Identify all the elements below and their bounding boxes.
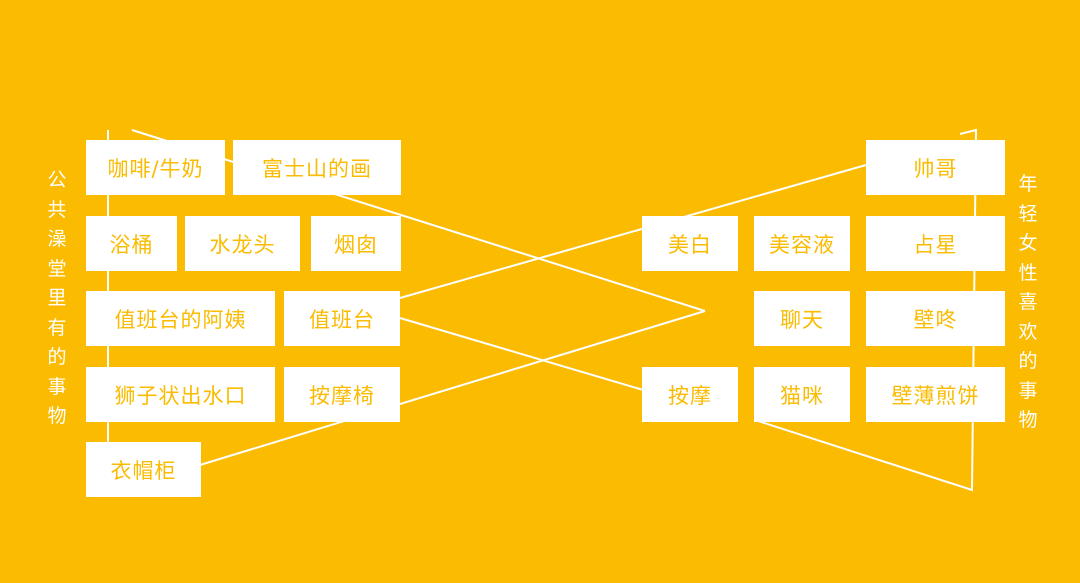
item-label: 值班台 (309, 307, 375, 332)
item-label: 浴桶 (109, 232, 154, 257)
item-horoscope: 占星 (866, 216, 1005, 271)
item-label: 富士山的画 (262, 156, 372, 181)
item-massage: 按摩 (642, 367, 738, 422)
item-chimney: 烟囱 (311, 216, 401, 271)
item-label: 按摩 (668, 383, 712, 408)
left-vertical-label: 公共澡堂里有的事物 (47, 169, 67, 427)
item-label: 猫咪 (780, 383, 824, 408)
connector-massage-to-locker (199, 310, 706, 466)
item-coffee-milk: 咖啡/牛奶 (86, 140, 225, 195)
item-label: 水龙头 (209, 232, 276, 257)
item-massage-chair: 按摩椅 (284, 367, 400, 422)
item-front-desk: 值班台 (284, 291, 400, 346)
item-chatting: 聊天 (754, 291, 850, 346)
item-fuji-painting: 富士山的画 (233, 140, 401, 195)
item-label: 美白 (668, 232, 712, 257)
item-faucet: 水龙头 (185, 216, 300, 271)
item-whitening: 美白 (642, 216, 738, 271)
item-label: 狮子状出水口 (114, 383, 247, 408)
item-lion-spout: 狮子状出水口 (86, 367, 275, 422)
item-label: 按摩椅 (309, 383, 375, 408)
item-label: 咖啡/牛奶 (107, 156, 204, 181)
item-label: 烟囱 (334, 232, 378, 257)
item-label: 壁薄煎饼 (891, 383, 980, 408)
item-cat: 猫咪 (754, 367, 850, 422)
item-serum: 美容液 (754, 216, 850, 271)
item-label: 占星 (913, 232, 958, 257)
item-label: 美容液 (769, 232, 835, 257)
item-locker: 衣帽柜 (86, 442, 201, 497)
item-desk-auntie: 值班台的阿姨 (86, 291, 275, 346)
item-label: 聊天 (780, 307, 824, 332)
right-vertical-label: 年轻女性喜欢的事物 (1018, 173, 1038, 431)
item-crepe: 壁薄煎饼 (866, 367, 1005, 422)
item-label: 值班台的阿姨 (114, 307, 247, 332)
item-kabedon: 壁咚 (866, 291, 1005, 346)
item-label: 壁咚 (913, 307, 958, 332)
connector-front-desk-to-cat (399, 317, 661, 396)
item-handsome: 帅哥 (866, 140, 1005, 195)
item-bathtub: 浴桶 (86, 216, 177, 271)
item-label: 帅哥 (913, 156, 958, 181)
item-label: 衣帽柜 (110, 458, 177, 483)
